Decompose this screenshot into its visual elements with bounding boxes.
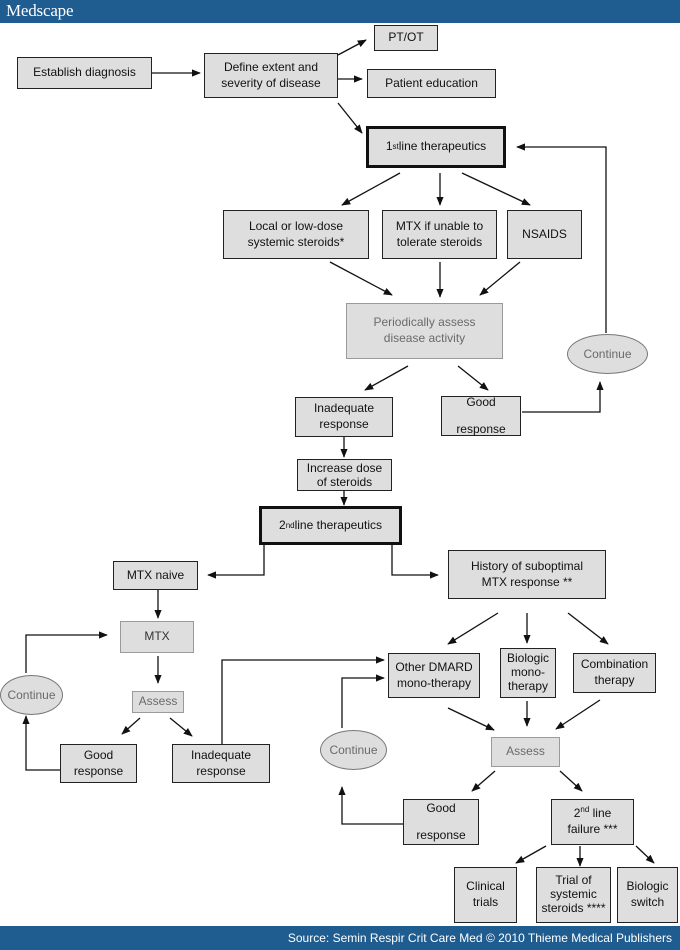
arrow-first-to-nsaids <box>461 172 531 206</box>
assess-box-right: Assess <box>491 737 560 767</box>
mtx-unable-box: MTX if unable to tolerate steroids <box>382 210 497 259</box>
continue-oval-left: Continue <box>0 675 63 715</box>
increase-dose-box: Increase dose of steroids <box>297 459 392 491</box>
biologic-switch-box: Biologic switch <box>617 867 678 923</box>
define-extent-box: Define extent and severity of disease <box>204 53 338 98</box>
inadequate-response-box-1: Inadequate response <box>295 397 393 437</box>
arrow-good-to-continue-mid <box>338 786 403 825</box>
source-citation: Source: Semin Respir Crit Care Med © 201… <box>287 931 672 945</box>
medscape-logo[interactable]: Medscape <box>6 1 74 20</box>
arrow-first-to-local <box>341 172 401 206</box>
arrow-history-to-combination <box>567 612 609 645</box>
arrow-second-to-history <box>391 545 439 579</box>
pt-ot-box: PT/OT <box>374 25 438 51</box>
patient-education-box: Patient education <box>367 69 496 98</box>
biologic-mono-box: Biologic mono- therapy <box>500 648 556 698</box>
good-response-box-3: Good response <box>403 799 479 845</box>
combination-therapy-box: Combination therapy <box>573 653 656 693</box>
arrow-assess-to-inadequate-left <box>169 717 193 737</box>
arrow-local-to-assess <box>329 261 393 296</box>
failure-ordinal: 2 <box>573 806 581 821</box>
first-line-rest: line therapeutics <box>398 139 487 154</box>
arrow-inadequate-to-other-dmard <box>221 656 385 744</box>
first-line-ordinal: 1 <box>385 139 393 154</box>
arrow-history-to-other <box>447 612 499 645</box>
local-steroids-box: Local or low-dose systemic steroids* <box>223 210 369 259</box>
second-line-failure-box: 2nd line failure *** <box>551 799 634 845</box>
header-bar: Medscape <box>0 0 680 23</box>
arrow-assess-to-failure <box>559 770 583 792</box>
inadequate-response-box-2: Inadequate response <box>172 744 270 783</box>
arrow-assess-to-good-right <box>471 770 496 792</box>
arrow-assess-to-good <box>457 365 489 391</box>
arrow-second-to-mtx-naive <box>207 545 265 579</box>
arrow-good-to-continue-left <box>22 715 62 771</box>
arrow-extent-to-ptot <box>337 39 367 56</box>
history-suboptimal-box: History of suboptimal MTX response ** <box>448 550 606 599</box>
mtx-box: MTX <box>120 621 194 653</box>
periodically-assess-box: Periodically assess disease activity <box>346 303 503 359</box>
arrow-failure-to-clinical <box>515 845 547 864</box>
arrow-failure-to-switch <box>635 845 655 864</box>
good-response-box-2: Good response <box>60 744 137 783</box>
arrow-combination-to-assess <box>555 699 601 730</box>
failure-rest: line failure *** <box>567 806 618 836</box>
arrow-continue-mid-to-other <box>341 674 385 728</box>
arrow-other-to-assess <box>447 707 495 731</box>
assess-box-left: Assess <box>132 691 184 713</box>
other-dmard-box: Other DMARD mono-therapy <box>388 653 480 698</box>
arrow-assess-to-inadequate <box>364 365 409 391</box>
footer-bar: Source: Semin Respir Crit Care Med © 201… <box>0 926 680 950</box>
arrow-assess-to-good-left <box>121 717 141 735</box>
arrow-extent-to-first-line <box>337 102 363 134</box>
good-response-box-1: Good response <box>441 396 521 436</box>
arrow-continue-to-mtx <box>25 631 108 673</box>
arrow-continue-to-first-line <box>516 143 607 333</box>
continue-oval-top: Continue <box>567 334 648 374</box>
mtx-naive-box: MTX naive <box>113 561 198 590</box>
failure-text: 2nd line failure *** <box>567 806 617 837</box>
failure-sup: nd <box>580 805 590 815</box>
nsaids-box: NSAIDS <box>507 210 582 259</box>
trial-systemic-steroids-box: Trial of systemic steroids **** <box>536 867 611 923</box>
arrow-good-to-continue <box>522 381 604 413</box>
establish-diagnosis-box: Establish diagnosis <box>17 57 152 89</box>
continue-oval-mid: Continue <box>320 730 387 770</box>
arrow-nsaids-to-assess <box>479 261 521 296</box>
clinical-trials-box: Clinical trials <box>454 867 517 923</box>
second-line-rest: line therapeutics <box>294 517 382 532</box>
second-line-ordinal: 2 <box>279 517 286 532</box>
